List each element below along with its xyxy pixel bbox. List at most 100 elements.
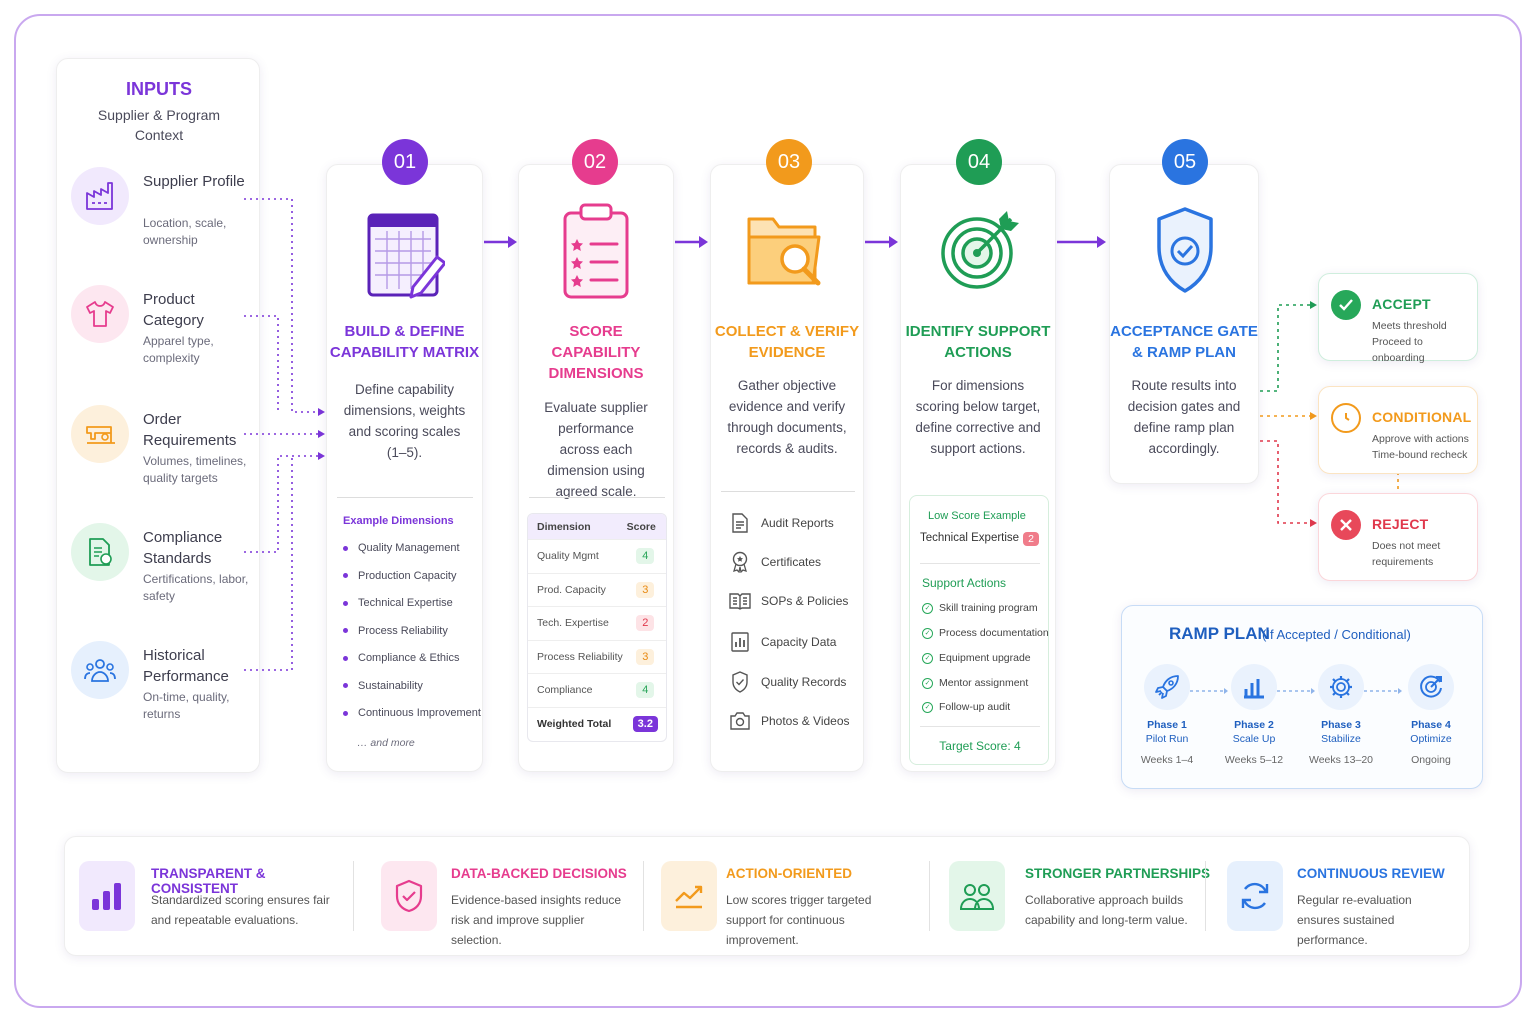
- divider: [721, 491, 855, 492]
- benefit-desc: Regular re-evaluation ensures sustained …: [1297, 893, 1412, 947]
- list-item: Compliance & Ethics: [343, 651, 481, 679]
- inputs-panel: INPUTS Supplier & Program Context Suppli…: [56, 58, 260, 773]
- document-check-icon: [71, 523, 129, 581]
- input-desc: On-time, quality, returns: [143, 690, 230, 721]
- support-action-text: Equipment upgrade: [939, 652, 1031, 664]
- step-2-desc: Evaluate supplier performance across eac…: [544, 400, 648, 499]
- check-circle-icon: ✓: [922, 652, 933, 664]
- divider: [929, 861, 930, 931]
- step-3-card: COLLECT & VERIFY EVIDENCE Gather objecti…: [710, 164, 864, 772]
- step-3-badge: 03: [766, 139, 812, 185]
- input-item-compliance-standards: Compliance Standards Certifications, lab…: [71, 523, 261, 623]
- step-1-badge: 01: [382, 139, 428, 185]
- shield-check-icon: [381, 861, 437, 931]
- column-header-dimension: Dimension: [537, 520, 591, 533]
- benefit-transparent: TRANSPARENT & CONSISTENT Standardized sc…: [65, 837, 355, 957]
- step-3-title: COLLECT & VERIFY EVIDENCE: [714, 323, 860, 361]
- benefit-title: TRANSPARENT & CONSISTENT: [151, 866, 266, 896]
- step-5-title: ACCEPTANCE GATE & RAMP PLAN: [1110, 323, 1258, 361]
- step-3-desc: Gather objective evidence and verify thr…: [727, 378, 847, 456]
- step-1-card: BUILD & DEFINE CAPABILITY MATRIX Define …: [326, 164, 483, 772]
- support-action-item: ✓ Equipment upgrade: [922, 652, 1031, 664]
- support-action-item: ✓Mentor assignment: [922, 677, 1028, 689]
- outcome-title: REJECT: [1372, 516, 1429, 532]
- phase-label: Scale Up: [1232, 733, 1276, 745]
- target-refresh-icon: [1408, 664, 1454, 710]
- input-title: Order Requirements: [143, 411, 237, 449]
- gear-icon: [1318, 664, 1364, 710]
- input-title: Compliance Standards: [143, 529, 223, 567]
- outcome-title: CONDITIONAL: [1372, 409, 1472, 425]
- bar-chart-icon: [729, 631, 751, 653]
- divider: [337, 497, 473, 498]
- input-title: Product Category: [143, 291, 204, 329]
- outcome-desc-line: Proceed to onboarding: [1372, 336, 1425, 364]
- row-dimension: Tech. Expertise: [537, 617, 609, 630]
- support-box: Low Score Example Technical Expertise 2 …: [909, 495, 1049, 765]
- example-dimensions-list: Quality Management Production Capacity T…: [343, 541, 481, 734]
- input-item-product-category: Product Category Apparel type, complexit…: [71, 285, 261, 385]
- support-action-text: Follow-up audit: [939, 701, 1011, 713]
- input-desc: Apparel type, complexity: [143, 334, 214, 365]
- check-circle-icon: ✓: [922, 602, 933, 614]
- evidence-item: Audit Reports: [729, 511, 834, 535]
- step-2-card: SCORE CAPABILITY DIMENSIONS Evaluate sup…: [518, 164, 674, 772]
- outcome-desc-line: Meets threshold: [1372, 320, 1447, 332]
- row-dimension: Compliance: [537, 684, 593, 697]
- divider: [353, 861, 354, 931]
- divider: [529, 497, 665, 498]
- evidence-label: Certificates: [761, 555, 822, 569]
- score-badge: 2: [636, 615, 655, 632]
- check-circle-icon: ✓: [922, 677, 933, 689]
- inputs-title: INPUTS: [125, 79, 192, 99]
- benefit-desc: Low scores trigger targeted support for …: [726, 893, 872, 947]
- step-4-title: IDENTIFY SUPPORT ACTIONS: [905, 323, 1051, 361]
- input-desc: Certifications, labor, safety: [143, 572, 249, 603]
- score-badge: 4: [636, 548, 655, 565]
- refresh-icon: [1227, 861, 1283, 931]
- weighted-total-badge: 3.2: [632, 716, 658, 733]
- list-item: Quality Management: [343, 541, 481, 569]
- evidence-label: Quality Records: [761, 675, 847, 689]
- benefit-title: DATA-BACKED DECISIONS: [451, 866, 627, 881]
- sewing-machine-icon: [71, 405, 129, 463]
- evidence-label: SOPs & Policies: [761, 594, 849, 608]
- input-title: Supplier Profile: [143, 173, 245, 190]
- evidence-item: Photos & Videos: [729, 709, 850, 733]
- people-icon: [71, 641, 129, 699]
- phase-2: Phase 2 Scale Up Weeks 5–12: [1219, 664, 1289, 766]
- evidence-item: SOPs & Policies: [729, 589, 848, 613]
- step-4-badge: 04: [956, 139, 1002, 185]
- and-more-text: … and more: [357, 737, 415, 749]
- support-action-text: Skill training program: [939, 602, 1038, 614]
- table-row: Tech. Expertise 2: [528, 607, 666, 641]
- check-circle-icon: [1331, 290, 1361, 320]
- list-item: Process Reliability: [343, 624, 481, 652]
- benefit-title: ACTION-ORIENTED: [726, 866, 852, 881]
- book-icon: [729, 590, 751, 612]
- phase-3: Phase 3 Stabilize Weeks 13–20: [1306, 664, 1376, 766]
- input-connectors: [244, 198, 325, 671]
- input-item-historical-performance: Historical Performance On-time, quality,…: [71, 641, 261, 741]
- outcome-connectors: [1260, 301, 1317, 527]
- phase-weeks: Weeks 5–12: [1224, 754, 1284, 766]
- column-header-score: Score: [626, 520, 656, 533]
- flow-arrow: [675, 236, 708, 248]
- x-circle-icon: [1331, 510, 1361, 540]
- benefit-title: STRONGER PARTNERSHIPS: [1025, 866, 1211, 881]
- people-icon: [949, 861, 1005, 931]
- folder-search-icon: [745, 207, 831, 298]
- target-score-label: Target Score:: [939, 739, 1011, 753]
- target-score-value: 4: [1014, 739, 1021, 753]
- weighted-total-label: Weighted Total: [537, 718, 612, 731]
- evidence-label: Audit Reports: [761, 516, 834, 530]
- shield-icon: [729, 671, 751, 693]
- divider: [643, 861, 644, 931]
- inputs-subtitle: Supplier & Program Context: [97, 107, 221, 143]
- input-item-order-requirements: Order Requirements Volumes, timelines, q…: [71, 405, 261, 505]
- divider: [920, 726, 1040, 727]
